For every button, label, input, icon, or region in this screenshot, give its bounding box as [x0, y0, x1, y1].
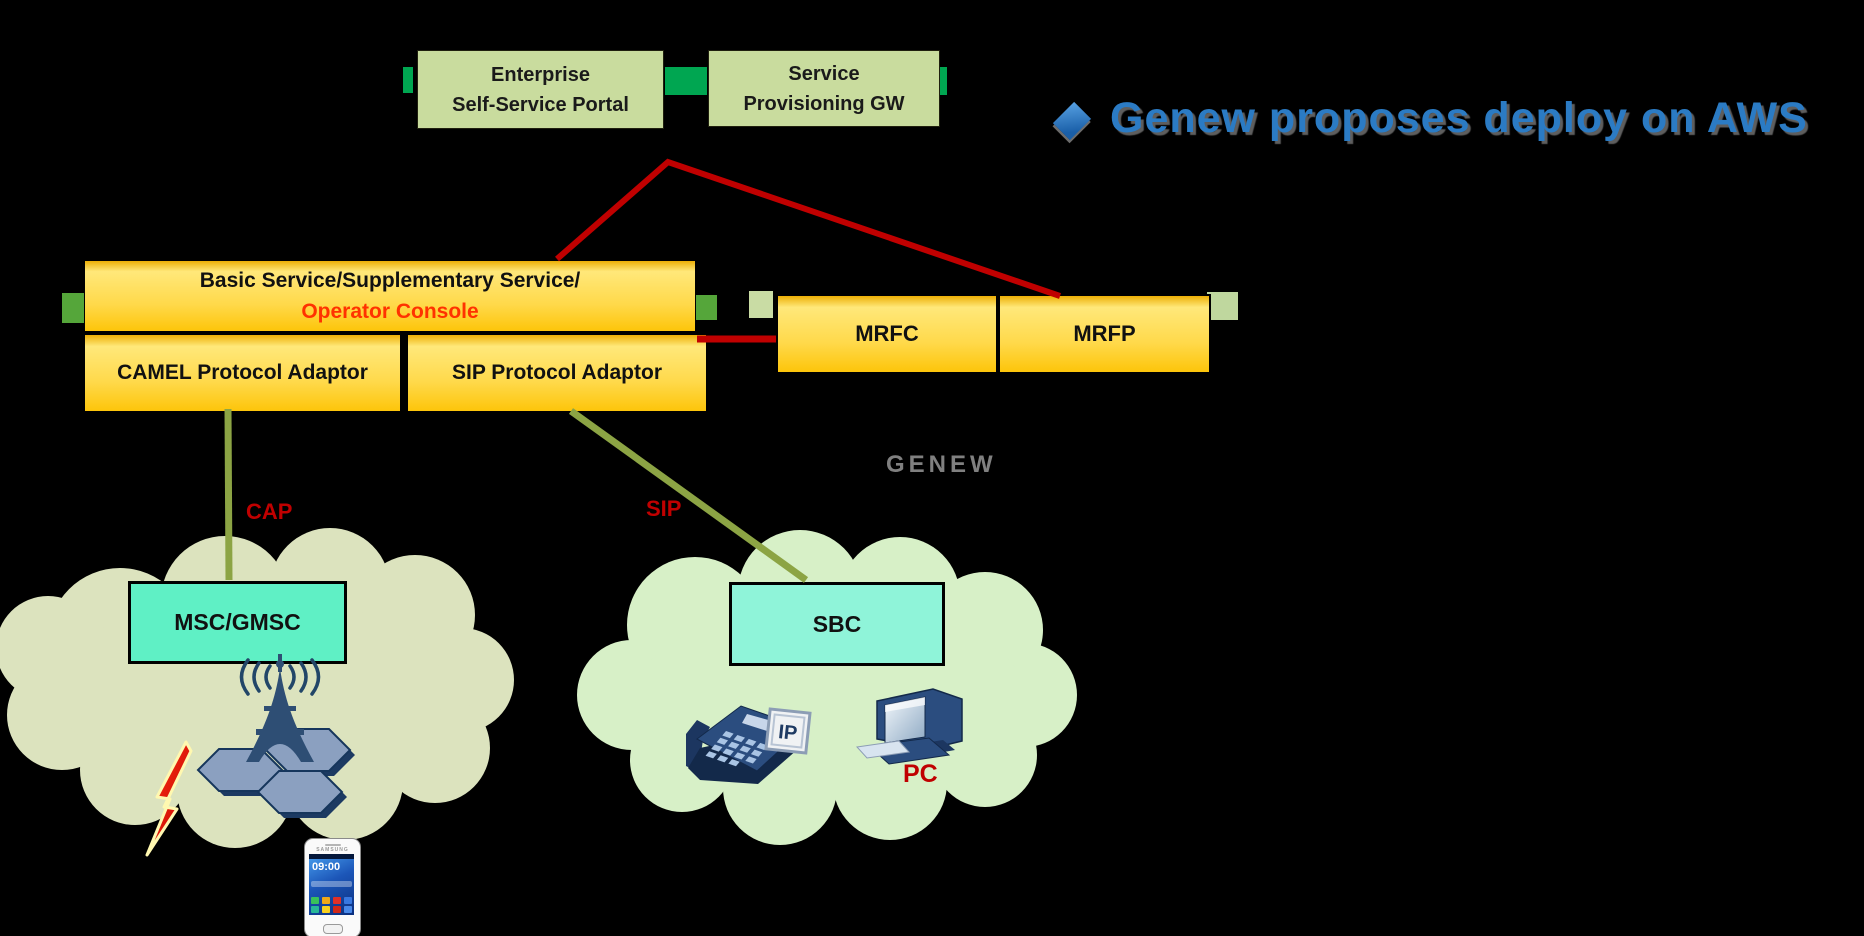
desktop-pc-icon [855, 688, 963, 765]
connector-basic-left [62, 293, 85, 323]
connector-portal-right [938, 67, 947, 95]
node-label: CAMEL Protocol Adaptor [117, 361, 368, 384]
connector-portal-mid [665, 67, 707, 95]
edge-label-sip: SIP [646, 496, 682, 521]
title-text: Genew proposes deploy on AWS [1110, 94, 1808, 142]
cell-tower-icon [246, 654, 314, 762]
app-icon [344, 906, 352, 913]
cap-link-camel-to-msc [224, 408, 233, 581]
app-icon [333, 906, 341, 913]
connector-mrfc-light [749, 291, 773, 318]
connector-mrfp-light [1207, 292, 1238, 320]
edge-label-cap: CAP [246, 499, 293, 524]
node-camel-protocol-adaptor: CAMEL Protocol Adaptor [82, 332, 403, 414]
red-link-gw-to-basic-and-mrfp [555, 158, 1061, 299]
app-icon [344, 897, 352, 904]
node-sbc: SBC [729, 582, 945, 666]
node-label-operator-console: Operator Console [301, 300, 479, 323]
pc-label: PC [903, 760, 938, 788]
node-label: Provisioning GW [743, 92, 905, 115]
node-label: MSC/GMSC [174, 609, 301, 635]
app-icon [322, 897, 330, 904]
phone-speaker [324, 844, 341, 846]
node-label: Enterprise [491, 63, 590, 86]
ip-sign-label: IP [777, 721, 798, 745]
ip-phone-icon: IP [686, 705, 812, 784]
app-icon [333, 897, 341, 904]
phone-screen: 09:00 [309, 854, 354, 915]
node-label: Self-Service Portal [452, 93, 629, 116]
phone-clock: 09:00 [312, 861, 341, 873]
diamond-bullet-icon [1052, 101, 1092, 140]
node-basic-service: Basic Service/Supplementary Service/ Ope… [84, 260, 696, 332]
node-label: MRFP [1073, 321, 1136, 346]
app-icon [322, 906, 330, 913]
lightning-icon [145, 740, 193, 857]
node-mrfc: MRFC [776, 294, 998, 374]
connector-portal-left [403, 67, 413, 93]
app-icon [311, 906, 319, 913]
phone-app-row [311, 897, 352, 904]
node-service-provisioning-gw: Service Provisioning GW [708, 50, 940, 127]
node-enterprise-self-service-portal: Enterprise Self-Service Portal [417, 50, 664, 129]
node-label: Basic Service/Supplementary Service/ [199, 268, 581, 292]
node-sip-protocol-adaptor: SIP Protocol Adaptor [405, 332, 709, 414]
slide-title: Genew proposes deploy on AWS [1050, 94, 1808, 143]
sip-link-adaptor-to-sbc [568, 408, 809, 583]
node-label: SBC [812, 610, 862, 637]
phone-app-row [311, 906, 352, 913]
genew-watermark: GENEW [886, 451, 997, 478]
smartphone-icon: SAMSUNG 09:00 [304, 838, 361, 936]
connector-mrfc-dark [696, 295, 717, 320]
phone-brand: SAMSUNG [316, 847, 349, 853]
node-mrfp: MRFP [998, 294, 1211, 374]
node-label: SIP Protocol Adaptor [451, 361, 663, 384]
node-msc-gmsc: MSC/GMSC [128, 581, 347, 664]
radio-waves-icon [239, 658, 321, 696]
app-icon [311, 897, 319, 904]
phone-status-bar [309, 854, 354, 859]
phone-home-button [322, 924, 343, 934]
node-label: Service [788, 62, 860, 85]
phone-search-bar [311, 881, 352, 887]
node-label: MRFC [855, 321, 919, 346]
ip-sign: IP [764, 707, 812, 755]
